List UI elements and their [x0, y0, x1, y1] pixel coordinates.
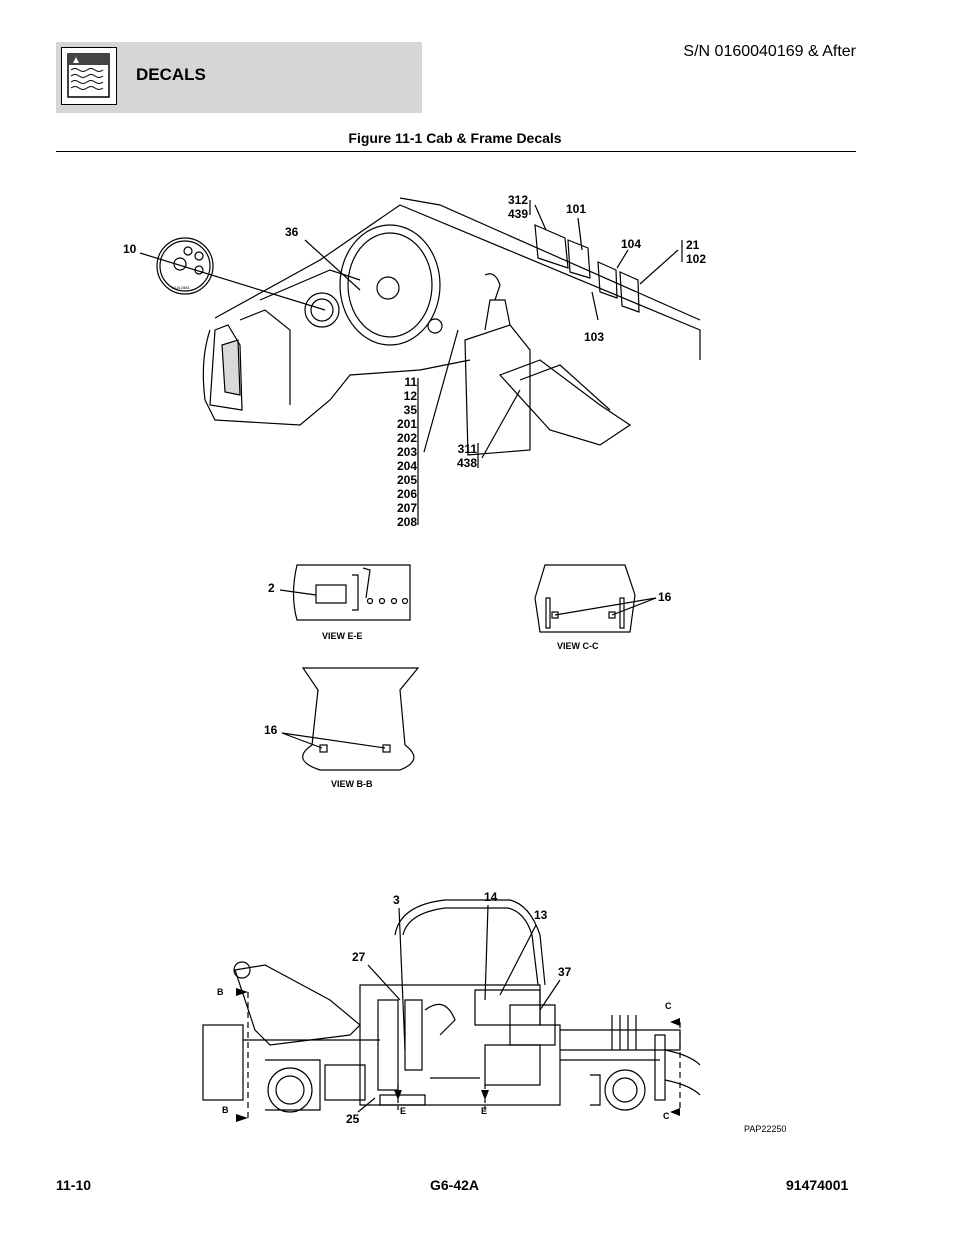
callout-21-102: 21 102: [686, 238, 706, 266]
callout-203: 203: [396, 445, 417, 459]
art-id: PAP22250: [744, 1124, 787, 1134]
section-e-left: E: [400, 1106, 407, 1116]
section-c-top: C: [665, 1001, 672, 1011]
section-c-bottom: C: [663, 1111, 670, 1121]
callout-36: 36: [285, 225, 299, 239]
callout-204: 204: [396, 459, 417, 473]
page-number: 11-10: [56, 1177, 92, 1193]
callout-16-b: 16: [264, 723, 278, 737]
callout-3: 3: [393, 893, 400, 907]
callout-stack: 11 12 35 201 202 203 204 205 206 207 208: [385, 375, 417, 529]
callout-438: 438: [456, 456, 477, 470]
callout-312-439: 312 439: [500, 193, 528, 221]
callout-10: 10: [123, 242, 137, 256]
manual-number: 91474001: [786, 1177, 849, 1193]
callout-439: 439: [507, 207, 528, 221]
callout-201: 201: [396, 417, 417, 431]
callout-16-c: 16: [658, 590, 672, 604]
callout-102: 102: [686, 252, 707, 266]
callout-311-438: 311 438: [448, 442, 477, 470]
callout-11: 11: [404, 375, 417, 389]
callout-27: 27: [352, 950, 366, 964]
callout-14: 14: [484, 890, 498, 904]
view-c-c-label: VIEW C-C: [557, 641, 599, 651]
callout-12: 12: [403, 389, 417, 403]
callout-208: 208: [396, 515, 417, 529]
callout-25: 25: [346, 1112, 360, 1126]
callout-101: 101: [566, 202, 587, 216]
callout-207: 207: [396, 501, 417, 515]
callout-13: 13: [534, 908, 548, 922]
callout-311: 311: [457, 442, 477, 456]
callout-37: 37: [558, 965, 572, 979]
view-b-b-label: VIEW B-B: [331, 779, 373, 789]
callout-206: 206: [396, 487, 417, 501]
ignition-decal-text: 91412881: [172, 285, 190, 290]
callout-35: 35: [403, 403, 417, 417]
callout-104: 104: [621, 237, 642, 251]
figure-title: Figure 11-1 Cab & Frame Decals: [348, 130, 562, 146]
serial-number: S/N 0160040169 & After: [683, 43, 856, 60]
model-number: G6-42A: [430, 1177, 480, 1193]
callout-21: 21: [686, 238, 700, 252]
callout-205: 205: [396, 473, 417, 487]
decal-manual-icon: [61, 47, 117, 105]
callout-202: 202: [396, 431, 417, 445]
section-title: DECALS: [136, 65, 206, 84]
section-header: DECALS: [56, 42, 422, 113]
callout-103: 103: [584, 330, 605, 344]
callout-2: 2: [268, 581, 275, 595]
header-rule: [56, 151, 856, 152]
callout-312: 312: [507, 193, 528, 207]
section-b-top: B: [217, 987, 224, 997]
view-e-e-label: VIEW E-E: [322, 631, 363, 641]
section-b-bottom: B: [222, 1105, 229, 1115]
section-e-right: E: [481, 1106, 488, 1116]
